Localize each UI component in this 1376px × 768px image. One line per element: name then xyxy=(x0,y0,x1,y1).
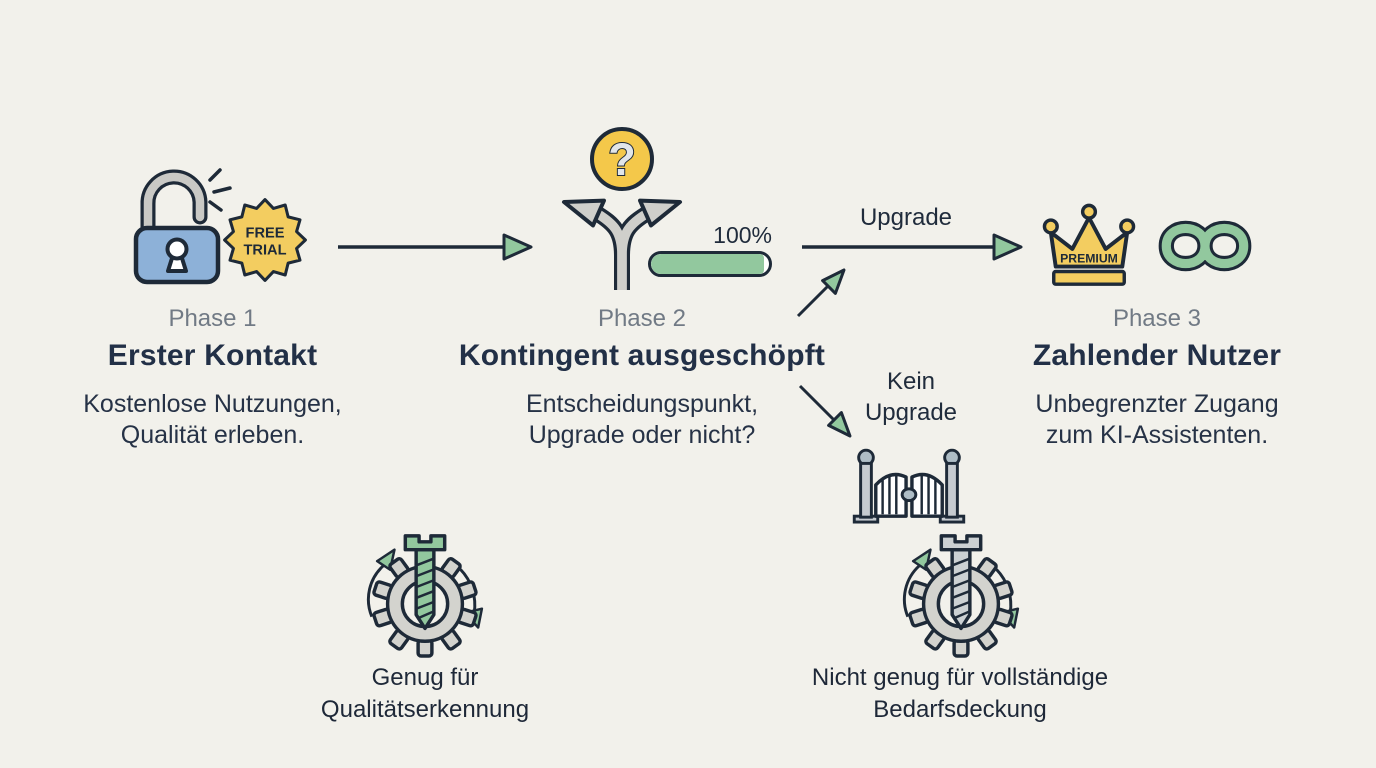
decision-fork-icon: ? xyxy=(562,127,682,290)
no-upgrade-path-label: Kein Upgrade xyxy=(864,368,958,426)
gear-screw-icon-right xyxy=(902,534,1020,658)
crown-text: PREMIUM xyxy=(1060,252,1118,266)
sparkle-lines-icon xyxy=(208,168,232,212)
phase2-description: Entscheidungspunkt, Upgrade oder nicht? xyxy=(525,390,759,449)
badge-text-line1: FREE xyxy=(246,225,285,241)
screw xyxy=(403,534,447,631)
progress-bar xyxy=(648,251,772,277)
phase1-text-block: Phase 1 Erster Kontakt Kostenlose Nutzun… xyxy=(40,305,385,451)
progress-bar-fill xyxy=(651,254,765,274)
arrow-upgrade-to-phase3 xyxy=(802,233,1023,261)
phase2-title: Kontingent ausgeschöpft xyxy=(458,339,826,372)
screw xyxy=(939,534,983,631)
gear-screw-icon-left xyxy=(366,534,484,658)
open-padlock-icon xyxy=(133,168,232,285)
upgrade-path-label: Upgrade xyxy=(859,204,953,231)
phase3-description: Unbegrenzter Zugang zum KI-Assistenten. xyxy=(1035,390,1279,449)
badge-text-line2: TRIAL xyxy=(243,243,286,259)
phase1-description: Kostenlose Nutzungen, Qualität erleben. xyxy=(83,390,342,449)
premium-crown-icon: PREMIUM xyxy=(1042,203,1136,286)
footnote-right: Nicht genug für vollständige Bedarfsdeck… xyxy=(811,664,1109,723)
phase3-text-block: Phase 3 Zahlender Nutzer Unbegrenzter Zu… xyxy=(982,305,1332,451)
footnote-left: Genug für Qualitätserkennung xyxy=(320,664,530,723)
phase3-title: Zahlender Nutzer xyxy=(1032,339,1282,372)
arrow-phase1-to-phase2 xyxy=(338,233,533,261)
free-trial-badge-icon: FREE TRIAL xyxy=(223,198,307,282)
arrow-diagonal-down xyxy=(798,384,852,438)
arrow-diagonal-up xyxy=(796,268,846,318)
closed-gate-icon xyxy=(852,448,966,524)
question-mark-icon xyxy=(590,127,654,191)
phase2-text-block: Phase 2 Kontingent ausgeschöpft Entschei… xyxy=(447,305,837,451)
phase1-title: Erster Kontakt xyxy=(107,339,318,372)
phase2-label: Phase 2 xyxy=(597,305,687,332)
progress-percentage-label: 100% xyxy=(713,222,772,248)
svg-text:?: ? xyxy=(608,134,636,185)
phase3-label: Phase 3 xyxy=(1112,305,1202,332)
phase1-label: Phase 1 xyxy=(168,305,257,332)
infinity-icon xyxy=(1158,220,1252,272)
